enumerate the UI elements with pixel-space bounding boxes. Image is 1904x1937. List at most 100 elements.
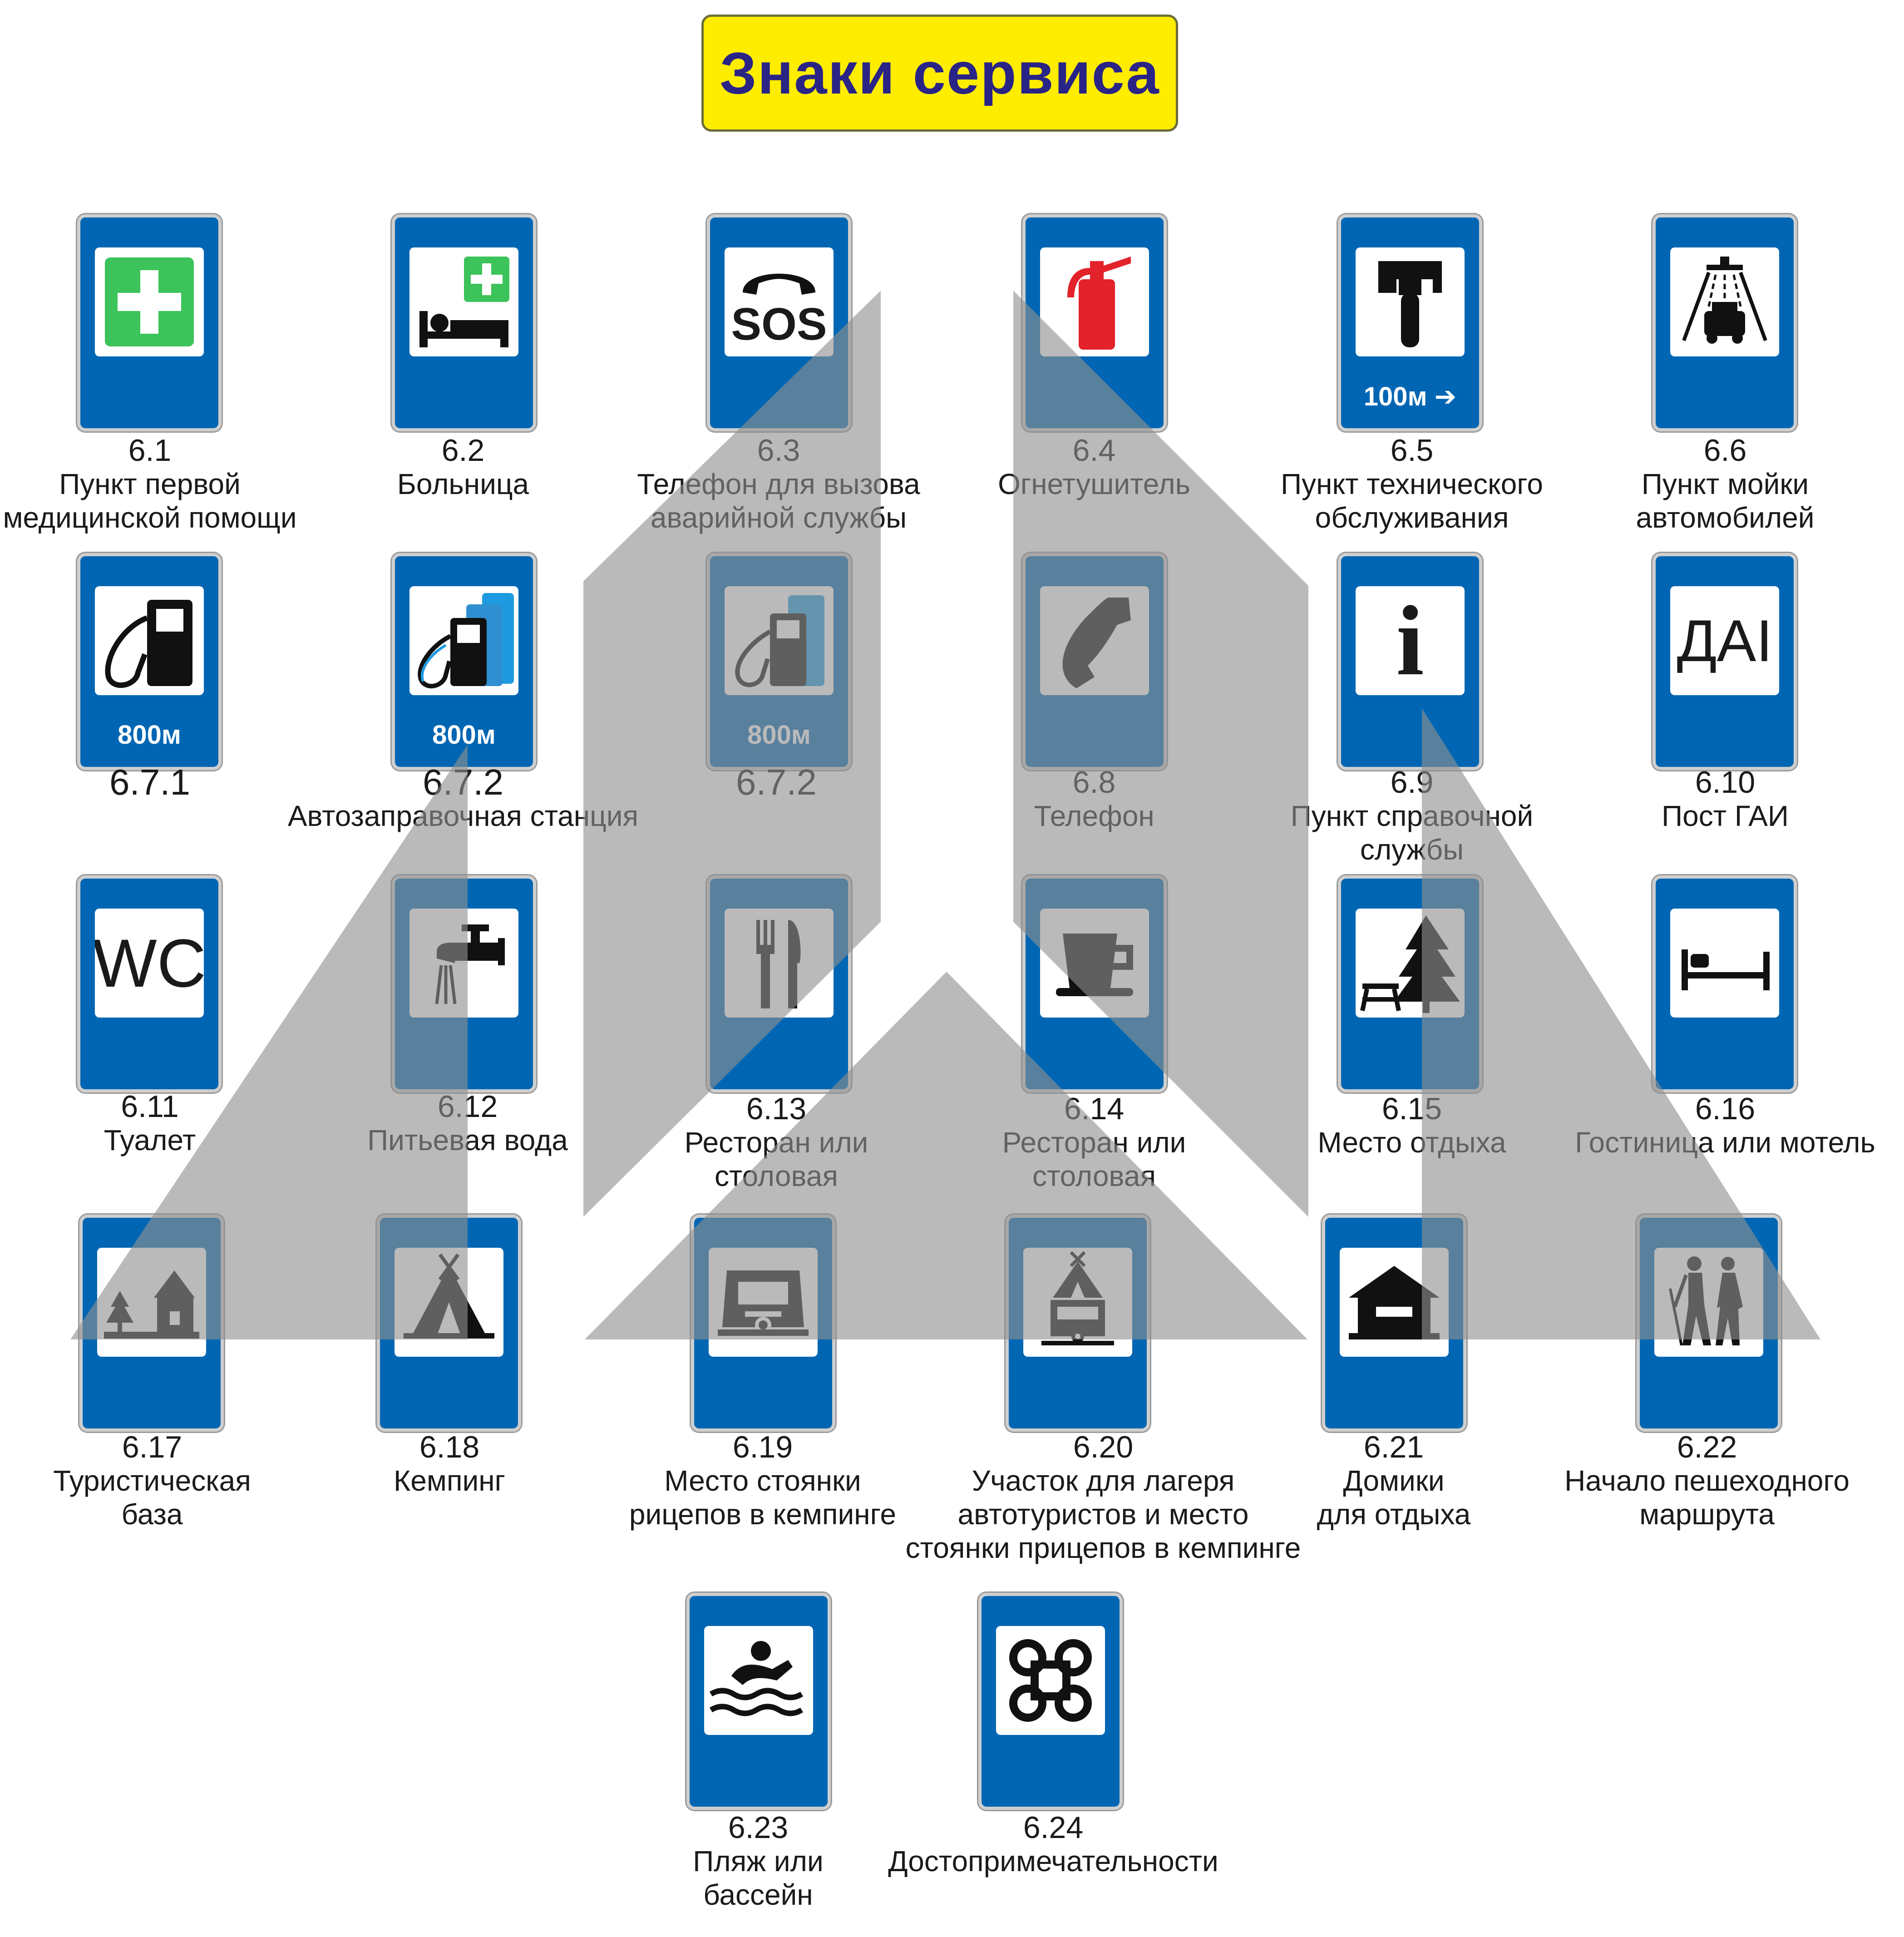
sign-6-15 [1338,875,1482,1092]
bed-icon [1670,909,1779,1018]
wrench-icon [1356,247,1465,356]
sign-label-line: Огнетушитель [998,468,1190,500]
sign-caption: 6.14 Ресторан или столовая [953,1092,1235,1193]
sign-caption: 6.7.2 [636,762,917,802]
sign-caption: 6.12 Питьевая вода [327,1090,608,1157]
sign-caption: 6.7.2 Автозаправочная станция [254,762,672,833]
sign-label-line: Питьевая вода [367,1124,568,1156]
sign-label-line: Автозаправочная станция [287,800,639,832]
sign-caption: 6.6 Пункт мойки автомобилей [1580,434,1870,534]
sign-label-line: автотуристов и место [957,1498,1249,1531]
sign-caption: 6.15 Место отдыха [1253,1092,1571,1159]
sign-caption: 6.2 Больница [327,434,599,501]
sign-label-line: Телефон [1034,800,1154,832]
sign-6-7-1: 800м [77,553,222,770]
sign-caption: 6.24 Достопримечательности [876,1811,1230,1878]
sign-label-line: Туристическая [53,1464,251,1497]
sign-label-line: Ресторан или [684,1126,868,1159]
sign-label-line: Место стоянки [664,1464,861,1497]
sign-number: 6.21 [1363,1430,1424,1464]
panel-text: WC [95,924,204,1001]
sign-label-line: Телефон для вызова [637,468,920,500]
sign-6-14 [1022,875,1167,1092]
sign-caption: 6.18 Кемпинг [309,1430,590,1497]
sign-label-line: Ресторан или [1002,1126,1186,1159]
fuel-pump-icon [95,586,204,695]
sign-6-17 [79,1215,224,1432]
panel-text: i [1396,586,1424,695]
picnic-tree-icon [1356,909,1465,1018]
sign-number: 6.3 [757,433,800,468]
sign-label-line: Пункт технического [1281,468,1543,500]
sign-6-16 [1652,875,1797,1092]
sign-number: 6.11 [121,1089,179,1124]
sign-caption: 6.16 Гостиница или мотель [1544,1092,1904,1159]
first-aid-cross-icon [95,247,204,356]
page-title: Знаки сервиса [720,40,1160,106]
sign-number: 6.23 [728,1810,789,1845]
sign-label-line: Больница [397,468,529,500]
sign-6-23 [686,1593,831,1810]
sign-6-8 [1022,553,1167,770]
sign-label-line: столовая [715,1160,838,1192]
sign-label-line: Кемпинг [394,1464,505,1497]
sign-label-line: маршрута [1639,1498,1775,1531]
sign-number: 6.22 [1677,1430,1737,1464]
sign-label-line: обслуживания [1315,501,1509,534]
fork-knife-icon [725,909,834,1018]
sign-label-line: автомобилей [1636,501,1815,534]
sign-label-line: аварийной службы [650,501,907,534]
sign-6-2 [392,214,536,431]
sign-number: 6.6 [1703,433,1747,468]
sign-caption: 6.19 Место стоянки рицепов в кемпинге [590,1430,935,1531]
sign-number: 6.7.2 [423,762,503,802]
sign-caption: 6.10 Пост ГАИ [1580,766,1870,833]
wc-text-icon: WC [95,909,204,1018]
panel-text: ДАІ [1677,608,1773,674]
sign-label-line: Пункт первой [59,468,241,500]
sign-6-11: WC [77,875,222,1092]
sign-caption: 6.13 Ресторан или столовая [636,1092,917,1193]
telephone-icon [1040,586,1149,695]
fire-extinguisher-icon [1040,247,1149,356]
sign-caption: 6.20 Участок для лагеря автотуристов и м… [890,1430,1317,1565]
hikers-icon [1654,1248,1763,1357]
coffee-cup-icon [1040,909,1149,1018]
sign-caption: 6.8 Телефон [953,766,1235,833]
tourist-house-icon [97,1248,206,1357]
tent-caravan-icon [1023,1248,1132,1357]
sign-6-24 [978,1593,1123,1810]
sign-label-line: стоянки прицепов в кемпинге [905,1532,1301,1564]
sign-label-line: службы [1360,833,1464,866]
sign-6-4 [1022,214,1167,431]
sign-number: 6.14 [1064,1092,1125,1126]
sign-caption: 6.5 Пункт технического обслуживания [1253,434,1571,534]
sign-label-line: Гостиница или мотель [1575,1126,1875,1159]
sign-label-line: Пункт справочной [1290,800,1534,832]
cabin-icon [1340,1248,1449,1357]
sign-number: 6.10 [1695,765,1756,800]
sign-number: 6.9 [1390,765,1434,800]
sign-number: 6.2 [441,433,485,468]
car-wash-icon [1670,247,1779,356]
sign-number: 6.16 [1695,1092,1756,1126]
sign-6-12 [392,875,536,1092]
sign-number: 6.17 [122,1430,183,1464]
distance-plate: 800м [747,720,811,750]
sign-6-19 [691,1215,835,1432]
sign-number: 6.18 [419,1430,480,1464]
sos-phone-icon: SOS [725,247,834,356]
sign-number: 6.1 [128,433,172,468]
sign-number: 6.13 [746,1092,807,1126]
sign-label-line: Достопримечательности [888,1845,1218,1878]
sign-number: 6.20 [1073,1430,1134,1464]
sign-6-20 [1006,1215,1150,1432]
sign-6-22 [1637,1215,1781,1432]
fuel-pump-gas-icon [725,586,834,695]
sign-number: 6.19 [732,1430,793,1464]
distance-plate: 800м [432,720,496,750]
sign-caption: 6.1 Пункт первой медицинской помощи [0,434,300,534]
sign-number: 6.7.2 [736,762,817,802]
panel-text: SOS [731,298,827,350]
